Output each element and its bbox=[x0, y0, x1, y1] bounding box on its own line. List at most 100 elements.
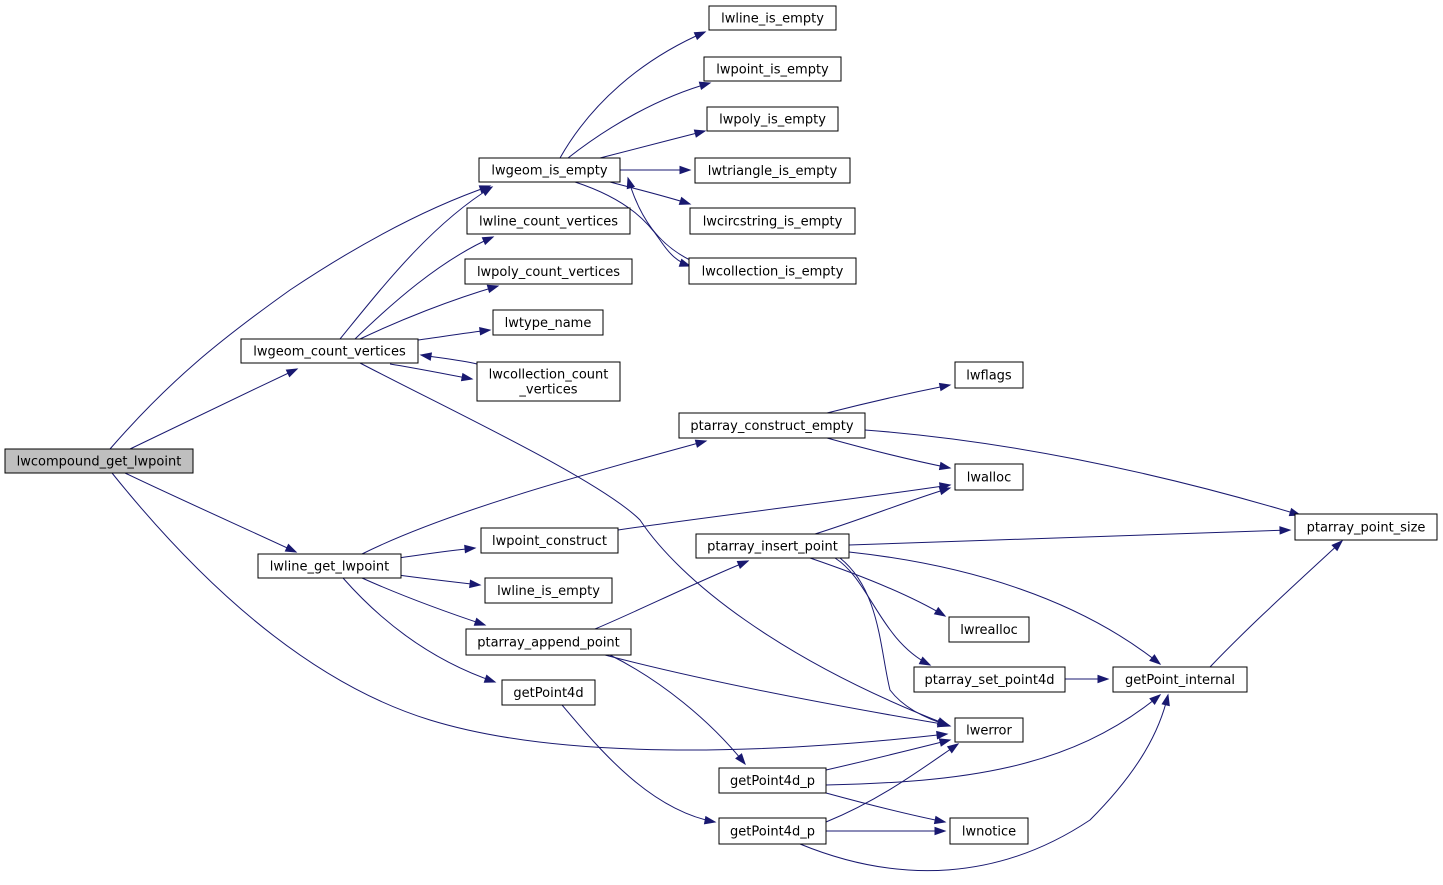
arrowhead-icon bbox=[936, 730, 949, 740]
node-lwtriangle-is-empty[interactable]: lwtriangle_is_empty bbox=[694, 157, 851, 184]
nodes-layer: lwcompound_get_lwpoint lwgeom_count_verti… bbox=[4, 5, 1438, 845]
edge-getPoint4d-to-getPoint4d_p_b bbox=[561, 704, 717, 825]
arrowhead-icon bbox=[938, 738, 952, 747]
node-lwline-is-empty-mid[interactable]: lwline_is_empty bbox=[484, 577, 613, 604]
edge-ptarray_append_point-to-getPoint4d_p_a bbox=[609, 654, 746, 766]
node-ptarray-insert-point[interactable]: ptarray_insert_point bbox=[695, 533, 850, 559]
edge-ptarray_insert_point-to-lwerror bbox=[839, 557, 952, 728]
edge-lwcompound_get_lwpoint-to-lwline_get_lwpoint bbox=[124, 472, 298, 553]
node-label: lwpoly_is_empty bbox=[719, 113, 826, 128]
edge-line bbox=[609, 181, 691, 205]
node-getPoint4d-p-b[interactable]: getPoint4d_p bbox=[718, 817, 827, 845]
arrowhead-icon bbox=[938, 382, 952, 392]
edge-lwcompound_get_lwpoint-to-lwgeom_count_vertices bbox=[129, 368, 299, 450]
node-lwflags[interactable]: lwflags bbox=[954, 361, 1024, 389]
node-label: lwpoint_construct bbox=[492, 534, 607, 549]
node-box bbox=[695, 533, 850, 559]
node-box bbox=[4, 448, 194, 474]
node-ptarray-construct-empty[interactable]: ptarray_construct_empty bbox=[678, 412, 866, 439]
node-box bbox=[465, 628, 632, 656]
node-ptarray-set-point4d[interactable]: ptarray_set_point4d bbox=[913, 666, 1066, 693]
edge-line bbox=[109, 185, 491, 450]
arrowhead-icon bbox=[1331, 539, 1344, 552]
node-label: lwpoly_count_vertices bbox=[477, 265, 620, 280]
edge-line bbox=[799, 694, 1169, 872]
node-box bbox=[913, 666, 1066, 693]
node-getPoint-internal[interactable]: getPoint_internal bbox=[1112, 666, 1248, 693]
edge-lwline_get_lwpoint-to-lwline_is_empty_mid bbox=[397, 574, 482, 589]
node-lwrealloc[interactable]: lwrealloc bbox=[948, 616, 1030, 643]
node-box bbox=[257, 553, 402, 579]
node-ptarray-append-point[interactable]: ptarray_append_point bbox=[465, 628, 632, 656]
edge-ptarray_construct_empty-to-ptarray_point_size bbox=[864, 429, 1302, 517]
node-lwcollection-is-empty[interactable]: lwcollection_is_empty bbox=[688, 257, 857, 285]
node-lwcompound-get-lwpoint[interactable]: lwcompound_get_lwpoint bbox=[4, 448, 194, 474]
node-getPoint4d-p-a[interactable]: getPoint4d_p bbox=[718, 767, 827, 794]
edge-getPoint4d_p_a-to-lwnotice bbox=[825, 792, 947, 825]
node-box bbox=[476, 361, 621, 402]
arrowhead-icon bbox=[479, 326, 492, 336]
node-label: lwcollection_is_empty bbox=[702, 265, 844, 280]
arrowhead-icon bbox=[469, 579, 482, 589]
arrowhead-icon bbox=[678, 196, 692, 205]
node-lwpoint-is-empty[interactable]: lwpoint_is_empty bbox=[703, 56, 842, 82]
node-box bbox=[492, 309, 604, 336]
node-label: getPoint4d_p bbox=[730, 825, 815, 840]
edge-line bbox=[111, 472, 948, 751]
node-label: lwcircstring_is_empty bbox=[703, 215, 843, 230]
node-label: getPoint_internal bbox=[1125, 673, 1235, 688]
node-lwcircstring-is-empty[interactable]: lwcircstring_is_empty bbox=[689, 207, 856, 235]
node-lwgeom-count-vertices[interactable]: lwgeom_count_vertices bbox=[240, 338, 419, 364]
node-lwalloc[interactable]: lwalloc bbox=[954, 463, 1024, 491]
edges-layer bbox=[109, 31, 1344, 872]
arrowhead-icon bbox=[1097, 674, 1110, 684]
arrowhead-icon bbox=[483, 674, 497, 683]
node-lwnotice[interactable]: lwnotice bbox=[949, 817, 1029, 845]
node-box bbox=[689, 207, 856, 235]
node-box bbox=[1294, 513, 1438, 541]
node-lwtype-name[interactable]: lwtype_name bbox=[492, 309, 604, 336]
edge-line bbox=[809, 557, 946, 617]
edge-ptarray_insert_point-to-ptarray_set_point4d bbox=[834, 557, 932, 666]
edge-line bbox=[342, 577, 496, 683]
edge-line bbox=[397, 547, 476, 559]
node-box bbox=[501, 679, 596, 706]
edge-lwline_get_lwpoint-to-ptarray_construct_empty bbox=[361, 439, 708, 555]
node-label: getPoint4d bbox=[513, 686, 583, 701]
arrowhead-icon bbox=[736, 560, 750, 569]
arrowhead-icon bbox=[934, 826, 947, 836]
node-lwpoint-construct[interactable]: lwpoint_construct bbox=[480, 527, 619, 554]
node-lwcollection-count-vertices[interactable]: lwcollection_count_vertices bbox=[476, 361, 621, 402]
edge-ptarray_append_point-to-ptarray_insert_point bbox=[594, 560, 750, 630]
arrowhead-icon bbox=[693, 31, 707, 41]
edge-ptarray_append_point-to-lwerror bbox=[604, 654, 950, 728]
edge-line bbox=[359, 362, 949, 726]
arrowhead-icon bbox=[938, 461, 952, 471]
edge-getPoint4d_p_a-to-getPoint_internal bbox=[825, 694, 1162, 786]
node-lwline-is-empty-top[interactable]: lwline_is_empty bbox=[708, 5, 837, 31]
node-box bbox=[949, 817, 1029, 845]
node-ptarray-point-size[interactable]: ptarray_point_size bbox=[1294, 513, 1438, 541]
node-label: lwgeom_is_empty bbox=[491, 164, 608, 179]
edge-lwgeom_count_vertices-to-lwpoly_count_vertices bbox=[359, 284, 500, 340]
edge-getPoint_internal-to-ptarray_point_size bbox=[1209, 539, 1344, 668]
node-lwgeom-is-empty[interactable]: lwgeom_is_empty bbox=[478, 157, 621, 183]
node-box bbox=[484, 577, 613, 604]
node-label: ptarray_set_point4d bbox=[925, 673, 1055, 688]
edge-lwgeom_is_empty-to-lwpoly_is_empty bbox=[599, 129, 707, 159]
node-lwerror[interactable]: lwerror bbox=[954, 717, 1024, 743]
node-getPoint4d[interactable]: getPoint4d bbox=[501, 679, 596, 706]
edge-line bbox=[574, 181, 691, 267]
node-lwline-get-lwpoint[interactable]: lwline_get_lwpoint bbox=[257, 553, 402, 579]
node-box bbox=[948, 616, 1030, 643]
node-lwpoly-is-empty[interactable]: lwpoly_is_empty bbox=[706, 106, 839, 132]
node-lwline-count-vertices[interactable]: lwline_count_vertices bbox=[466, 207, 631, 235]
arrowhead-icon bbox=[1161, 693, 1170, 707]
edge-line bbox=[361, 440, 707, 555]
arrowhead-icon bbox=[679, 165, 692, 175]
node-label: getPoint4d_p bbox=[730, 774, 815, 789]
node-lwpoly-count-vertices[interactable]: lwpoly_count_vertices bbox=[464, 258, 633, 285]
edge-line bbox=[825, 739, 951, 771]
node-label: lwcompound_get_lwpoint bbox=[17, 455, 182, 470]
